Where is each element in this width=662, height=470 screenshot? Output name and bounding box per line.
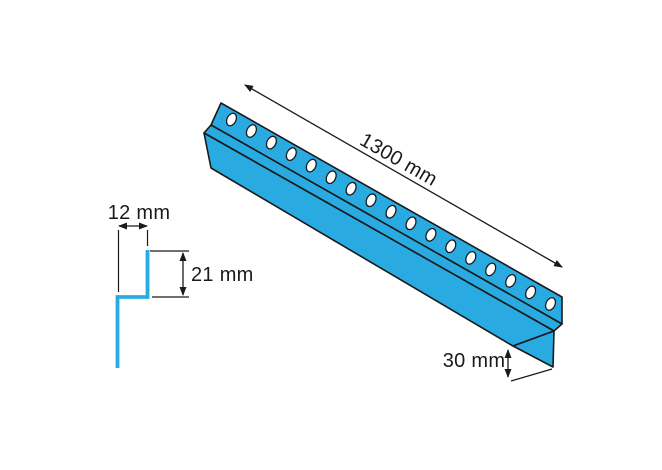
hole (225, 112, 238, 127)
dimension-front-flange: 30 mm (443, 349, 553, 382)
extension-line-front-flange (510, 368, 553, 382)
dimension-label-web: 12 mm (108, 202, 171, 224)
dimension-arrow-length (244, 84, 563, 268)
profile-end-fold (512, 330, 555, 368)
holes (225, 112, 557, 311)
dimension-label-back-flange: 21 mm (191, 264, 254, 286)
hole (524, 285, 537, 300)
cross-section: 12 mm 21 mm (108, 202, 254, 368)
hole (505, 273, 517, 288)
dimension-web: 12 mm (108, 202, 171, 292)
dimension-label-front-flange: 30 mm (443, 350, 506, 372)
profile-front-flange-face (203, 132, 555, 347)
dimension-label-length: 1300 mm (356, 129, 441, 191)
cross-section-profile (115, 250, 150, 368)
hole (544, 297, 557, 311)
dimension-back-flange: 21 mm (150, 250, 254, 298)
